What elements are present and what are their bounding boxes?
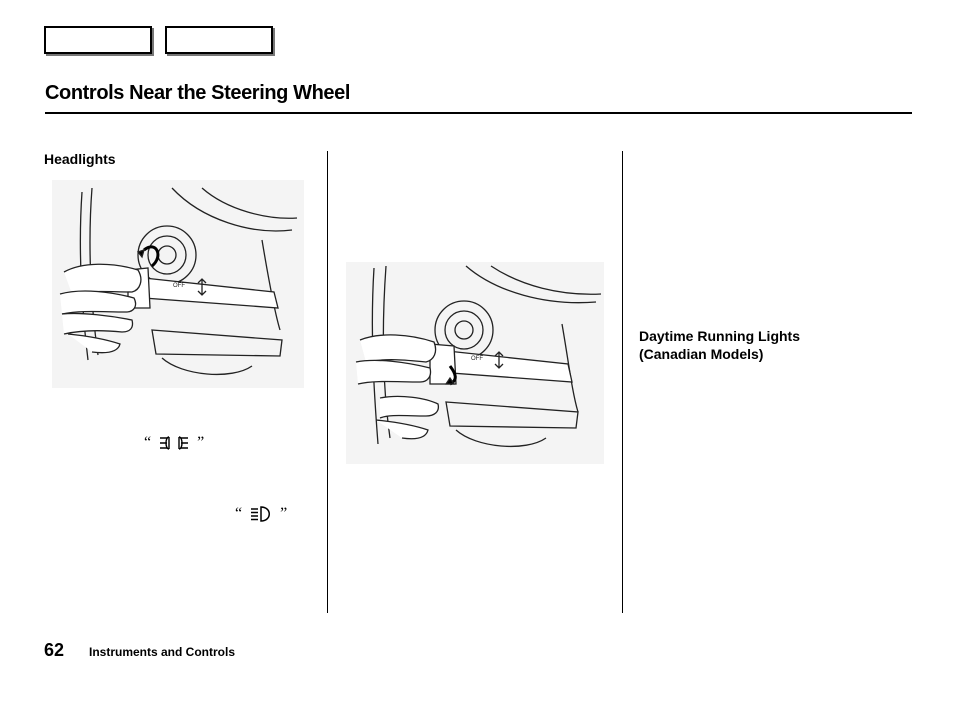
parking-light-symbol-line: “ ” [144,434,204,452]
lever-off-label-2: OFF [471,356,483,362]
lever-off-label: OFF [173,283,185,289]
title-divider [45,112,912,114]
nav-button-previous[interactable] [44,26,152,54]
headlight-lever-illustration: OFF [346,262,604,464]
quote-open: “ [144,434,152,451]
drl-heading-line2: (Canadian Models) [639,346,764,362]
page-number: 62 [44,640,65,660]
headlight-symbol-line: “ ” [235,505,287,523]
footer-section-title[interactable]: Instruments and Controls [89,645,236,659]
column-divider-1 [327,151,328,613]
drl-heading-line1: Daytime Running Lights [639,328,800,344]
nav-button-next[interactable] [165,26,273,54]
quote-close: ” [197,434,205,451]
quote-close-2: ” [280,505,288,522]
headlight-icon [251,506,271,522]
page-title: Controls Near the Steering Wheel [45,82,351,104]
column-divider-2 [622,151,623,613]
daytime-running-lights-heading: Daytime Running Lights (Canadian Models) [639,327,899,363]
headlights-heading: Headlights [44,151,116,167]
quote-open-2: “ [235,505,243,522]
parking-light-icon [160,436,189,450]
headlight-switch-illustration: OFF [52,180,304,388]
